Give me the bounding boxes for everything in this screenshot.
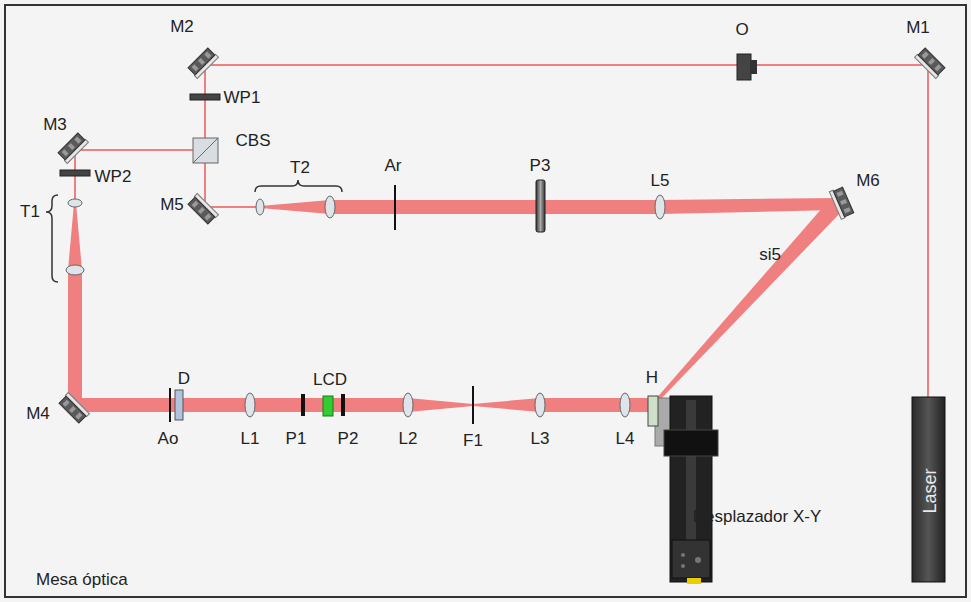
laser-body	[912, 397, 945, 582]
optical-table: Mesa óptica Laser	[4, 4, 967, 598]
part-label: M5	[160, 196, 184, 215]
beam-splitter	[193, 138, 218, 163]
laser-source: Laser	[912, 397, 947, 584]
xy-stage	[664, 396, 718, 584]
part-label: Desplazador X-Y	[692, 508, 822, 527]
wave-plate	[190, 94, 220, 100]
part-label: L3	[531, 430, 550, 449]
objective	[751, 60, 757, 74]
part-label: WP1	[224, 89, 261, 108]
part-label: T1	[20, 203, 40, 222]
lens	[66, 195, 665, 417]
part-label: si5	[759, 246, 781, 265]
part-label: M3	[43, 116, 67, 135]
mirror	[57, 47, 945, 423]
polarizer	[301, 394, 305, 416]
part-label: L4	[616, 430, 635, 449]
beam-splitter	[193, 138, 218, 163]
part-label: LCD	[313, 371, 347, 390]
part-label: P1	[286, 430, 307, 449]
laser-beam	[68, 64, 929, 412]
part-label: H	[646, 369, 658, 388]
part-label: D	[178, 370, 190, 389]
part-label: M6	[856, 172, 880, 191]
bracket	[255, 180, 342, 192]
aperture	[169, 388, 171, 422]
wave-plate	[60, 170, 90, 176]
bracket	[46, 195, 58, 282]
part-label: L1	[241, 430, 260, 449]
part-label: T2	[290, 159, 310, 178]
part-label: M2	[170, 18, 194, 37]
polarizer	[341, 394, 345, 416]
table-label: Mesa óptica	[36, 570, 128, 590]
diffuser	[175, 390, 183, 420]
lcd	[323, 396, 333, 416]
filter	[472, 386, 474, 424]
polarizer	[536, 180, 545, 232]
aperture	[394, 185, 396, 230]
part-label: Ao	[158, 430, 179, 449]
part-label: F1	[463, 432, 483, 451]
part-label: CBS	[236, 132, 271, 151]
part-label: L5	[651, 172, 670, 191]
part-label: P2	[338, 430, 359, 449]
objective	[737, 54, 751, 80]
laser-label: Laser	[919, 468, 940, 513]
hologram	[648, 396, 658, 426]
part-label: WP2	[95, 168, 132, 187]
part-label: M4	[26, 405, 50, 424]
part-label: O	[735, 21, 748, 40]
part-label: L2	[399, 430, 418, 449]
part-label: Ar	[385, 157, 402, 176]
part-label: P3	[530, 157, 551, 176]
part-label: M1	[906, 19, 930, 38]
